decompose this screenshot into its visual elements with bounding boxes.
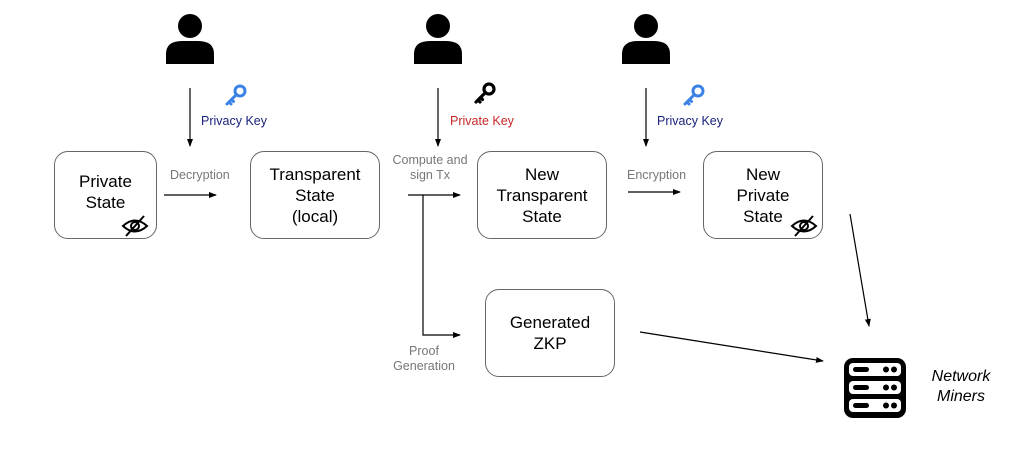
node-new-private-state: New Private State [703,151,823,239]
network-miners-label: Network Miners [931,368,991,405]
node-generated-zkp-label: Generated ZKP [509,313,591,353]
node-transparent-state-label: Transparent State (local) [269,164,361,226]
arrow-zkp-to-miners [639,331,824,363]
node-new-transparent-state-label: New Transparent State [496,164,588,226]
user-icon [414,14,462,64]
server-icon [844,358,906,418]
privacy-key-label-1: Privacy Key [201,114,267,128]
node-new-private-state-label: New Private State [736,164,790,226]
key-icon-blue [683,84,705,106]
edge-label-encryption: Encryption [627,168,687,182]
edge-label-decryption: Decryption [170,168,230,182]
edge-label-proof-generation: Proof Generation [393,344,455,373]
node-transparent-state: Transparent State (local) [250,151,380,239]
eye-slash-icon [121,215,149,237]
key-icon-blue [225,84,247,106]
arrow-proof-generation [422,195,461,338]
eye-slash-icon [790,215,818,237]
key-icon-black [474,82,496,104]
node-new-transparent-state: New Transparent State [477,151,607,239]
node-private-state-label: Private State [79,172,132,212]
node-generated-zkp: Generated ZKP [485,289,615,377]
user-icon [622,14,670,64]
node-private-state: Private State [54,151,157,239]
edge-label-compute-sign: Compute and sign Tx [392,153,468,182]
user-icon [166,14,214,64]
arrow-private-to-miners [849,213,871,327]
privacy-key-label-2: Privacy Key [657,114,723,128]
private-key-label: Private Key [450,114,514,128]
